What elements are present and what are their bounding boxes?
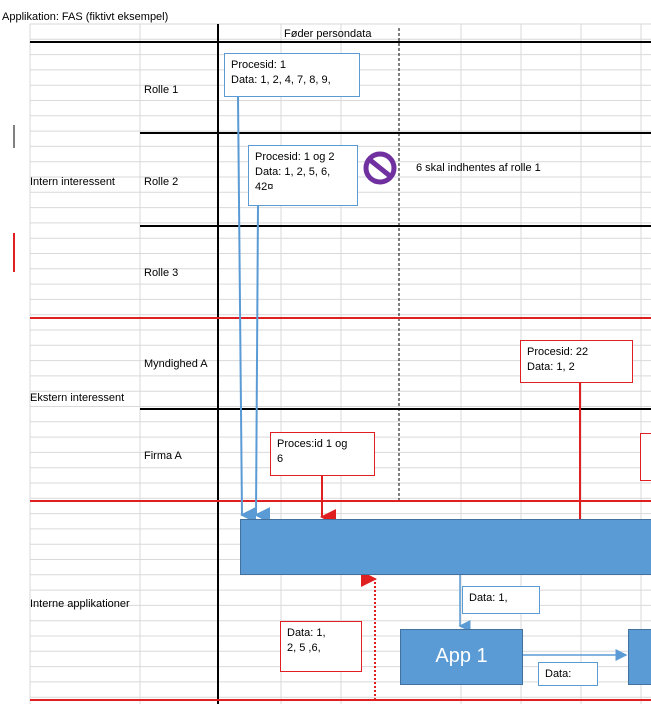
group-intern-interessent: Intern interessent bbox=[30, 176, 115, 188]
prohibit-icon bbox=[363, 151, 397, 185]
cut-off-box bbox=[640, 433, 651, 481]
app2-box bbox=[628, 629, 651, 685]
role-firma-a: Firma A bbox=[144, 450, 182, 462]
role-myndighed-a: Myndighed A bbox=[144, 358, 208, 370]
note-text: 6 skal indhentes af rolle 1 bbox=[416, 162, 541, 174]
app1-box bbox=[400, 629, 523, 685]
process-box-1: Procesid: 1 Data: 1, 2, 4, 7, 8, 9, bbox=[224, 53, 360, 97]
page-title: Applikation: FAS (fiktivt eksempel) bbox=[2, 11, 169, 23]
role-rolle-1: Rolle 1 bbox=[144, 84, 179, 96]
role-rolle-2: Rolle 2 bbox=[144, 176, 179, 188]
app1-label: App 1 bbox=[435, 645, 488, 667]
process-box-22: Procesid: 22 Data: 1, 2 bbox=[520, 340, 633, 383]
group-ekstern-interessent: Ekstern interessent bbox=[30, 392, 125, 404]
role-rolle-3: Rolle 3 bbox=[144, 267, 179, 279]
data-box-2: Data: 1, 2, 5 ,6, bbox=[280, 621, 362, 672]
column-header: Føder persondata bbox=[284, 28, 372, 40]
data-box-3: Data: bbox=[538, 662, 598, 686]
group-interne-applikationer: Interne applikationer bbox=[30, 598, 130, 610]
application-bar bbox=[240, 519, 651, 575]
process-box-firma: Proces:id 1 og 6 bbox=[270, 432, 375, 476]
data-box-1: Data: 1, bbox=[462, 586, 540, 614]
process-box-2: Procesid: 1 og 2 Data: 1, 2, 5, 6, 42¤ bbox=[248, 145, 358, 206]
